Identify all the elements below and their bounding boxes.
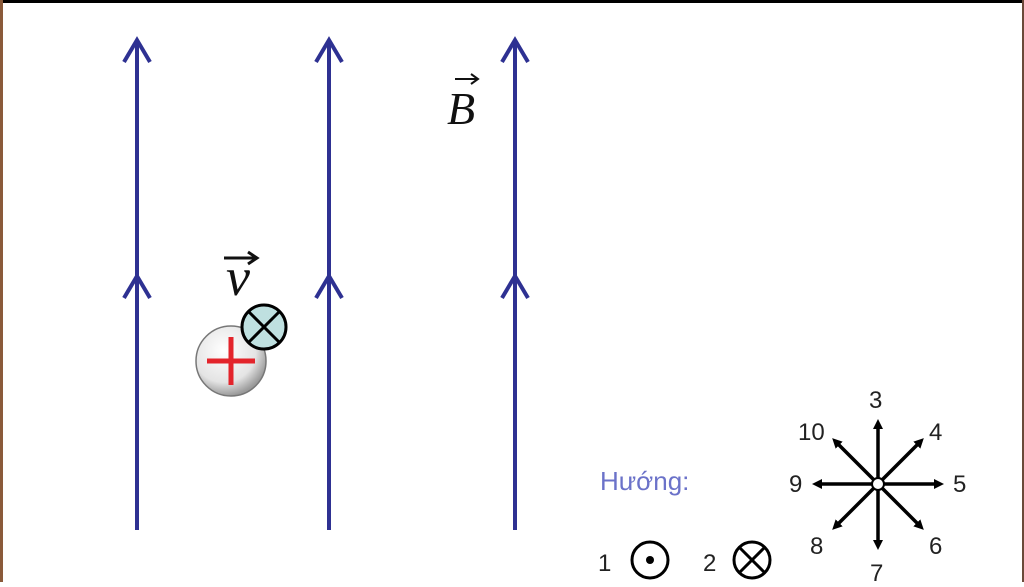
arrow-up-left-icon <box>832 438 880 486</box>
b-field-symbol: B <box>447 83 476 134</box>
field-line-1 <box>122 36 152 530</box>
left-border <box>0 0 3 582</box>
compass-label-3: 3 <box>869 387 883 414</box>
velocity-symbol: v <box>226 247 250 307</box>
compass-label-6: 6 <box>929 533 943 560</box>
compass-label-10: 10 <box>798 419 825 446</box>
b-vector-arrow-icon <box>455 73 480 85</box>
v-vector-arrow-icon <box>224 250 260 266</box>
direction-compass <box>812 419 944 550</box>
compass-label-9: 9 <box>789 471 803 498</box>
velocity-into-page-icon <box>240 303 288 351</box>
into-page-icon <box>732 540 772 580</box>
field-line-3 <box>500 36 530 530</box>
out-of-page-icon <box>630 540 670 580</box>
top-border <box>0 0 1024 3</box>
compass-label-8: 8 <box>810 533 824 560</box>
arrow-up-right-icon <box>876 438 924 486</box>
directions-title: Hướng: <box>600 466 690 496</box>
right-border <box>1022 0 1024 582</box>
compass-label-5: 5 <box>953 471 967 498</box>
legend-number-2: 2 <box>703 550 717 577</box>
compass-label-4: 4 <box>929 419 943 446</box>
arrow-down-right-icon <box>876 482 924 530</box>
compass-label-7: 7 <box>870 560 884 587</box>
legend-number-1: 1 <box>598 550 612 577</box>
arrow-down-left-icon <box>832 482 880 530</box>
field-line-2 <box>314 36 344 530</box>
